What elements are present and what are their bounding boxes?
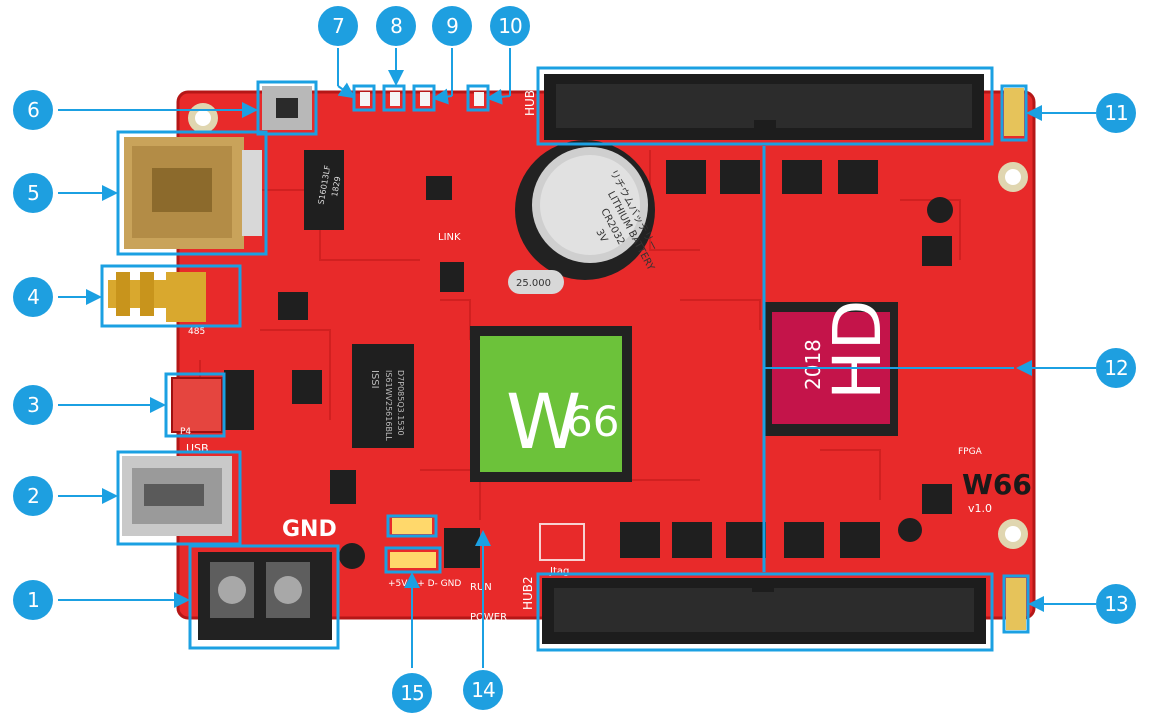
driver-ics-top <box>666 160 878 194</box>
callout-badge-8: 8 <box>376 6 416 46</box>
outline-ethernet <box>116 130 268 256</box>
issi-text-2: IS61WV25616BLL <box>384 370 393 441</box>
label-p4: P4 <box>180 427 191 437</box>
electrolytic-capacitor-2 <box>339 543 365 569</box>
callout-badge-1: 1 <box>13 580 53 620</box>
label-485: 485 <box>188 327 205 337</box>
callout-badge-5: 5 <box>13 173 53 213</box>
led-headers <box>360 92 484 106</box>
hub1-label: HUB1 <box>523 82 537 116</box>
model-label: W66 <box>962 468 1032 501</box>
main-chip-number: 66 <box>566 397 619 446</box>
version-label: v1.0 <box>968 502 992 515</box>
electrolytic-capacitor-3 <box>898 518 922 542</box>
coin-battery <box>515 140 655 280</box>
main-chip-letter: W <box>506 377 581 466</box>
link-label: LINK <box>438 232 461 243</box>
power-label: POWER <box>470 612 507 623</box>
power-terminal <box>198 552 332 640</box>
hub2-label: HUB2 <box>521 576 535 610</box>
temp-header-bottom <box>1006 578 1026 630</box>
outline-sma <box>100 264 242 328</box>
callout-badge-15: 15 <box>392 673 432 713</box>
electrolytic-capacitor <box>927 197 953 223</box>
jtag-label: Jtag <box>549 566 569 577</box>
gnd-label: GND <box>282 517 337 542</box>
jtag-header <box>539 523 585 561</box>
callout-badge-10: 10 <box>490 6 530 46</box>
outline-led-s2 <box>382 84 406 112</box>
callout-badge-6: 6 <box>13 90 53 130</box>
callout-badge-3: 3 <box>13 385 53 425</box>
issi-memory-chip <box>352 344 414 448</box>
callout-badge-11: 11 <box>1096 93 1136 133</box>
crystal-oscillator <box>508 270 564 294</box>
hd-chip-year: 2018 <box>801 339 825 390</box>
outline-rs485 <box>164 372 226 438</box>
callout-badge-4: 4 <box>13 277 53 317</box>
transformer-text-2: 1829 <box>330 176 342 198</box>
callout-badge-2: 2 <box>13 476 53 516</box>
callout-badge-9: 9 <box>432 6 472 46</box>
run-label: RUN <box>470 582 492 593</box>
callout-badge-13: 13 <box>1096 584 1136 624</box>
ethernet-jack <box>124 137 262 249</box>
callout-badge-12: 12 <box>1096 348 1136 388</box>
hd-chip-label: HD <box>819 300 896 400</box>
main-chip <box>470 326 632 482</box>
callout-leaders <box>58 48 1096 668</box>
header-labels: +5V D+ D- GND <box>388 579 461 589</box>
crystal-label: 25.000 <box>516 278 551 289</box>
small-headers <box>390 518 436 568</box>
outline-reset <box>256 80 318 136</box>
callout-badge-14: 14 <box>463 670 503 710</box>
ethernet-transformer <box>304 150 344 230</box>
callout-badge-7: 7 <box>318 6 358 46</box>
outline-hub1 <box>536 66 994 146</box>
rs485-terminal <box>171 377 223 433</box>
temp-header-top <box>1004 88 1024 136</box>
issi-text-3: D7P085Q3.1530 <box>396 370 405 436</box>
sma-connector <box>108 272 206 322</box>
hub1-connector <box>544 74 984 140</box>
usb-port <box>122 456 232 536</box>
reset-button <box>262 86 312 130</box>
fpga-label: FPGA <box>958 447 983 457</box>
issi-text-1: ISSI <box>369 370 380 389</box>
driver-ics-bottom <box>620 522 880 558</box>
outline-header-a <box>386 514 438 538</box>
hub2-connector <box>542 578 986 644</box>
outline-power-terminal <box>188 544 340 650</box>
outline-usb <box>116 450 242 546</box>
outline-hub2 <box>536 572 994 652</box>
misc-ics <box>224 176 952 568</box>
